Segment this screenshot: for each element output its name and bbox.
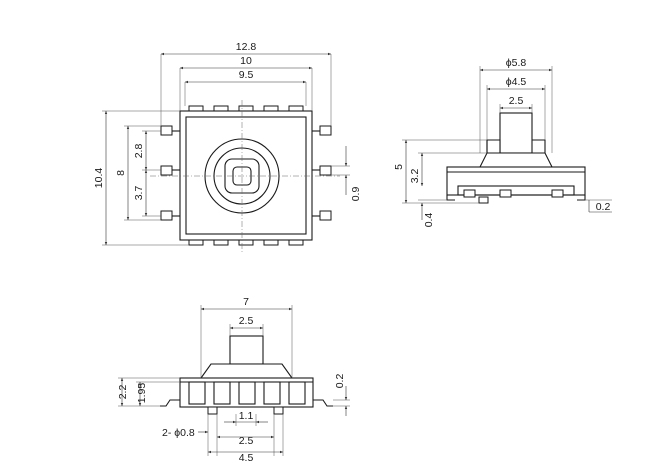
dim-diameter-outer: ϕ5.8 [506,57,527,69]
dim-diameter-inner: ϕ4.5 [506,76,527,88]
dim-side-lead-thickness: 0.2 [596,201,611,213]
dim-overall-width: 12.8 [236,41,257,53]
dim-overall-height: 10.4 [93,168,105,189]
top-view-body [179,110,313,241]
dim-peg-outer: 4.5 [239,452,254,464]
dim-front-height-body: 1.95 [136,383,148,404]
dim-side-body-height: 3.2 [409,169,421,184]
top-view-side-tabs [160,125,332,221]
side-actuator [499,112,533,154]
peg-left [207,406,218,415]
front-dome [199,363,294,379]
dim-front-actuator: 2.5 [239,315,254,327]
side-cap [479,152,553,168]
dim-inner-width: 9.5 [239,69,254,81]
top-view: 12.8 10 9.5 10.4 8 2.8 3.7 0.9 [93,41,362,252]
dim-actuator: 2.5 [509,95,524,107]
peg-right [273,406,284,415]
front-view: 7 2.5 2.2 1.95 0.2 1.1 2- ϕ0.8 2.5 4.5 [117,296,350,464]
dim-pitch-bottom: 3.7 [133,186,145,201]
dim-peg-diameter: 2- ϕ0.8 [162,427,195,439]
top-view-top-pads [188,105,304,112]
dim-standoff: 0.4 [423,213,435,228]
dim-front-height-total: 2.2 [117,385,129,400]
dim-body-height: 8 [115,170,127,176]
dim-body-width: 10 [240,55,252,67]
dim-peg-spacing: 1.1 [239,410,254,422]
front-actuator [229,335,264,365]
side-view: ϕ5.8 ϕ4.5 2.5 5 3.2 0.4 0.2 [393,57,612,227]
dim-total-height: 5 [393,164,405,170]
dim-front-width: 7 [243,296,249,308]
dim-pad: 0.9 [350,187,362,202]
dim-peg-pitch: 2.5 [239,435,254,447]
dim-pitch-top: 2.8 [133,144,145,159]
dim-front-lead-thickness: 0.2 [334,374,346,389]
top-view-bottom-pads [188,239,304,246]
front-body [179,377,314,408]
